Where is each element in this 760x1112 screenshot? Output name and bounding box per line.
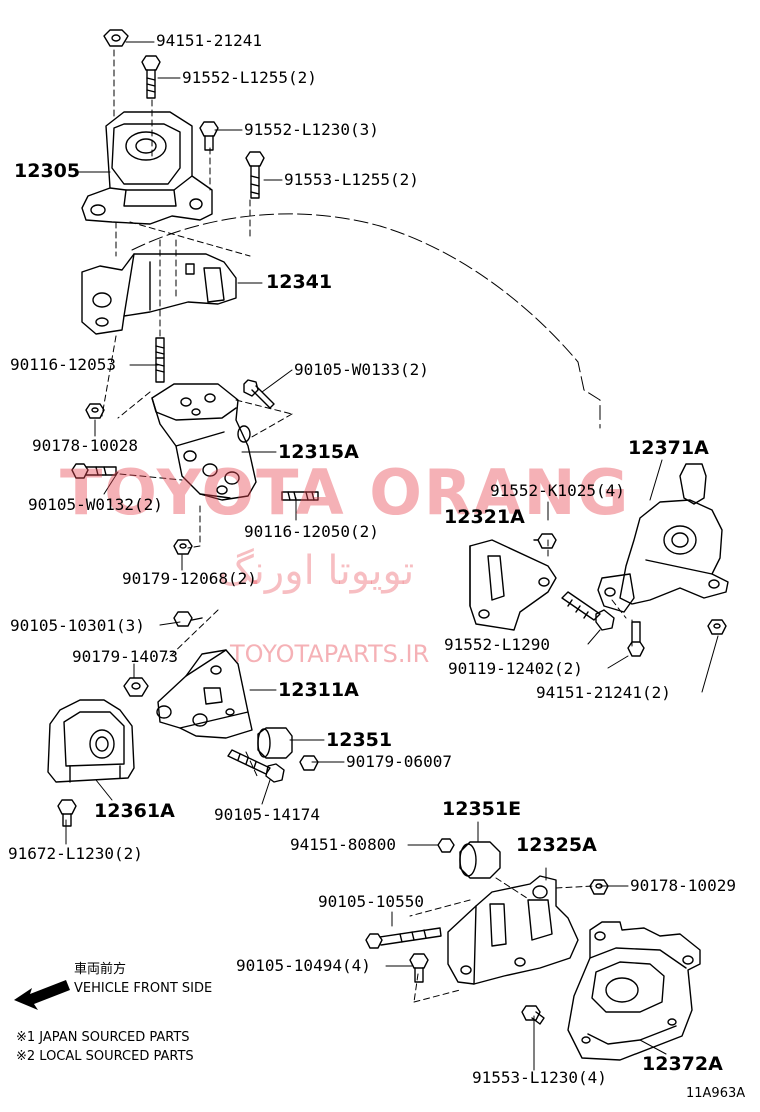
callout-90179-12068: 90179-12068(2) [122,569,257,588]
callout-91553-L1230: 91553-L1230(4) [472,1068,607,1087]
callout-91672-L1230: 91672-L1230(2) [8,844,143,863]
bracket-12325A-icon [447,875,579,985]
callout-12361A: 12361A [94,800,175,822]
callout-12311A: 12311A [278,679,359,701]
nut-94151-80800-icon [437,838,455,853]
leader-lines [65,41,719,1071]
bolt-90105-10301-icon [173,611,203,627]
bolt-91552-K1025-icon [533,533,557,549]
nut-90179-12068-icon [173,539,193,555]
stud-90116-12053-icon [155,337,165,383]
callout-90105-10301: 90105-10301(3) [10,616,145,635]
bolt-91552-L1230-icon [199,121,219,151]
note-local-sourced: ※2 LOCAL SOURCED PARTS [16,1049,194,1064]
callout-12315A: 12315A [278,441,359,463]
callout-90119-12402: 90119-12402(2) [448,659,583,678]
bolt-90105-W0132-icon [71,463,117,479]
bolt-91672-L1230-icon [57,799,77,827]
nut-90178-10028-icon [85,403,105,419]
callout-90105-10494: 90105-10494(4) [236,956,371,975]
engine-outline-curve [131,213,601,429]
bolt-91553-L1255-icon [245,151,265,199]
callout-94151-80800: 94151-80800 [290,835,396,854]
insulator-12371A-icon [597,463,729,613]
bolt-90105-10494-icon [409,953,429,983]
bolt-91552-L1255-icon [141,55,161,99]
callout-90178-10029: 90178-10029 [630,876,736,895]
callout-12341: 12341 [266,271,333,293]
nut-90178-10029-icon [589,879,609,895]
vehicle-front-arrow-icon [14,980,70,1010]
callout-90105-W0132: 90105-W0132(2) [28,495,163,514]
callout-12321A: 12321A [444,506,525,528]
insulator-12361A-icon [47,699,135,783]
callout-12351: 12351 [326,729,393,751]
callout-91553-L1255: 91553-L1255(2) [284,170,419,189]
callout-91552-K1025: 91552-K1025(4) [490,481,625,500]
vehicle-front-label: VEHICLE FRONT SIDE [74,981,213,996]
callout-90105-W0133: 90105-W0133(2) [294,360,429,379]
note-japan-sourced: ※1 JAPAN SOURCED PARTS [16,1030,190,1045]
callout-90116-12053: 90116-12053 [10,355,116,374]
diagram-code: 11A963A [686,1086,746,1101]
bracket-12315A-icon [151,383,257,501]
stud-90116-12050-icon [281,491,319,501]
callout-12325A: 12325A [516,834,597,856]
callout-91552-L1230: 91552-L1230(3) [244,120,379,139]
callout-90178-10028: 90178-10028 [32,436,138,455]
bracket-12311A-icon [156,649,253,739]
callout-12371A: 12371A [628,437,709,459]
callout-90179-14073: 90179-14073 [72,647,178,666]
bolt-90105-W0133-icon [243,379,275,409]
callout-90179-06007: 90179-06007 [346,752,452,771]
bolt-91552-L1290-icon [561,591,615,631]
nut-94151-21241-2-icon [707,619,727,635]
bolt-90119-12402-icon [627,621,645,657]
vehicle-front-label-jp: 車両前方 [74,962,127,977]
bolt-90105-14174-icon [227,749,285,783]
callout-12305: 12305 [14,160,81,182]
bracket-12341-icon [81,253,237,335]
stopper-12351-icon [257,727,293,759]
nut-90179-14073-icon [123,677,149,697]
callout-91552-L1255: 91552-L1255(2) [182,68,317,87]
callout-90105-10550: 90105-10550 [318,892,424,911]
nut-90179-06007-icon [299,755,319,771]
assembly-dashes [101,49,633,1003]
callout-90116-12050: 90116-12050(2) [244,522,379,541]
callout-94151-21241-2: 94151-21241(2) [536,683,671,702]
nut-94151-21241-icon [103,29,129,47]
bolt-90105-10550-icon [365,927,442,949]
stopper-12351E-icon [459,841,501,879]
callout-12351E: 12351E [442,798,522,820]
engine-mount-12305-icon [81,111,213,225]
plate-12321A-icon [469,539,557,631]
insulator-12372A-icon [567,921,701,1061]
callout-91552-L1290: 91552-L1290 [444,635,550,654]
callout-12372A: 12372A [642,1053,723,1075]
bolt-91553-L1230-icon [521,1005,545,1025]
callout-90105-14174: 90105-14174 [214,805,320,824]
callout-94151-21241: 94151-21241 [156,31,262,50]
